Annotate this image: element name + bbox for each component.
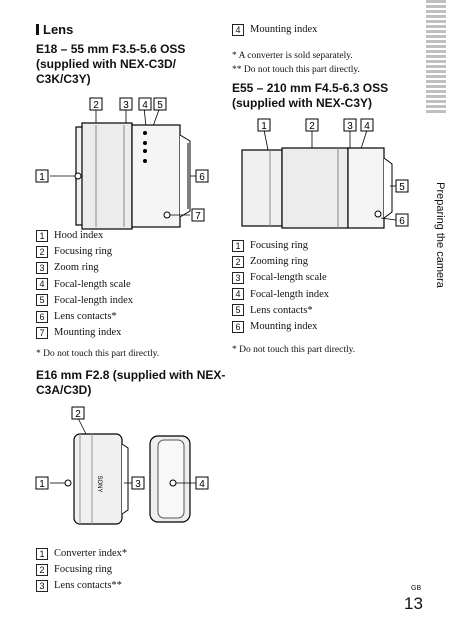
svg-text:4: 4 <box>364 121 370 132</box>
region-code: GB <box>411 585 422 592</box>
svg-text:6: 6 <box>399 216 405 227</box>
svg-text:3: 3 <box>123 100 129 111</box>
svg-text:6: 6 <box>199 172 205 183</box>
svg-text:2: 2 <box>75 409 81 420</box>
section-side-tab: Preparing the camera <box>434 182 446 288</box>
lens1-diagram: 2 3 4 5 1 6 7 <box>35 97 209 230</box>
svg-text:1: 1 <box>261 121 267 132</box>
lens3-title: E16 mm F2.8 (supplied with NEX-C3A/C3D) <box>36 368 226 397</box>
svg-text:2: 2 <box>309 121 315 132</box>
lens2-note: * Do not touch this part directly. <box>232 345 356 355</box>
svg-text:5: 5 <box>157 100 163 111</box>
svg-text:4: 4 <box>199 479 205 490</box>
svg-text:SONY: SONY <box>96 475 102 492</box>
svg-text:4: 4 <box>142 100 148 111</box>
svg-text:1: 1 <box>39 479 45 490</box>
svg-text:1: 1 <box>39 172 45 183</box>
margin-stripes <box>426 0 446 115</box>
lens1-note: * Do not touch this part directly. <box>36 349 160 359</box>
svg-text:3: 3 <box>347 121 353 132</box>
lens1-title: E18 – 55 mm F3.5-5.6 OSS (supplied with … <box>36 42 186 86</box>
lens3-diagram: 2 SONY 1 3 4 <box>35 406 209 525</box>
lens3-note-2: ** Do not touch this part directly. <box>232 65 360 75</box>
svg-text:7: 7 <box>195 211 201 222</box>
page-number: 13 <box>404 594 423 613</box>
svg-text:3: 3 <box>135 479 141 490</box>
lens3-note-1: * A converter is sold separately. <box>232 51 353 61</box>
lens2-diagram: 1 2 3 4 5 6 <box>241 118 409 229</box>
svg-text:2: 2 <box>93 100 99 111</box>
lens2-title: E55 – 210 mm F4.5-6.3 OSS (supplied with… <box>232 81 389 110</box>
section-heading: Lens <box>36 22 73 37</box>
svg-text:5: 5 <box>399 182 405 193</box>
